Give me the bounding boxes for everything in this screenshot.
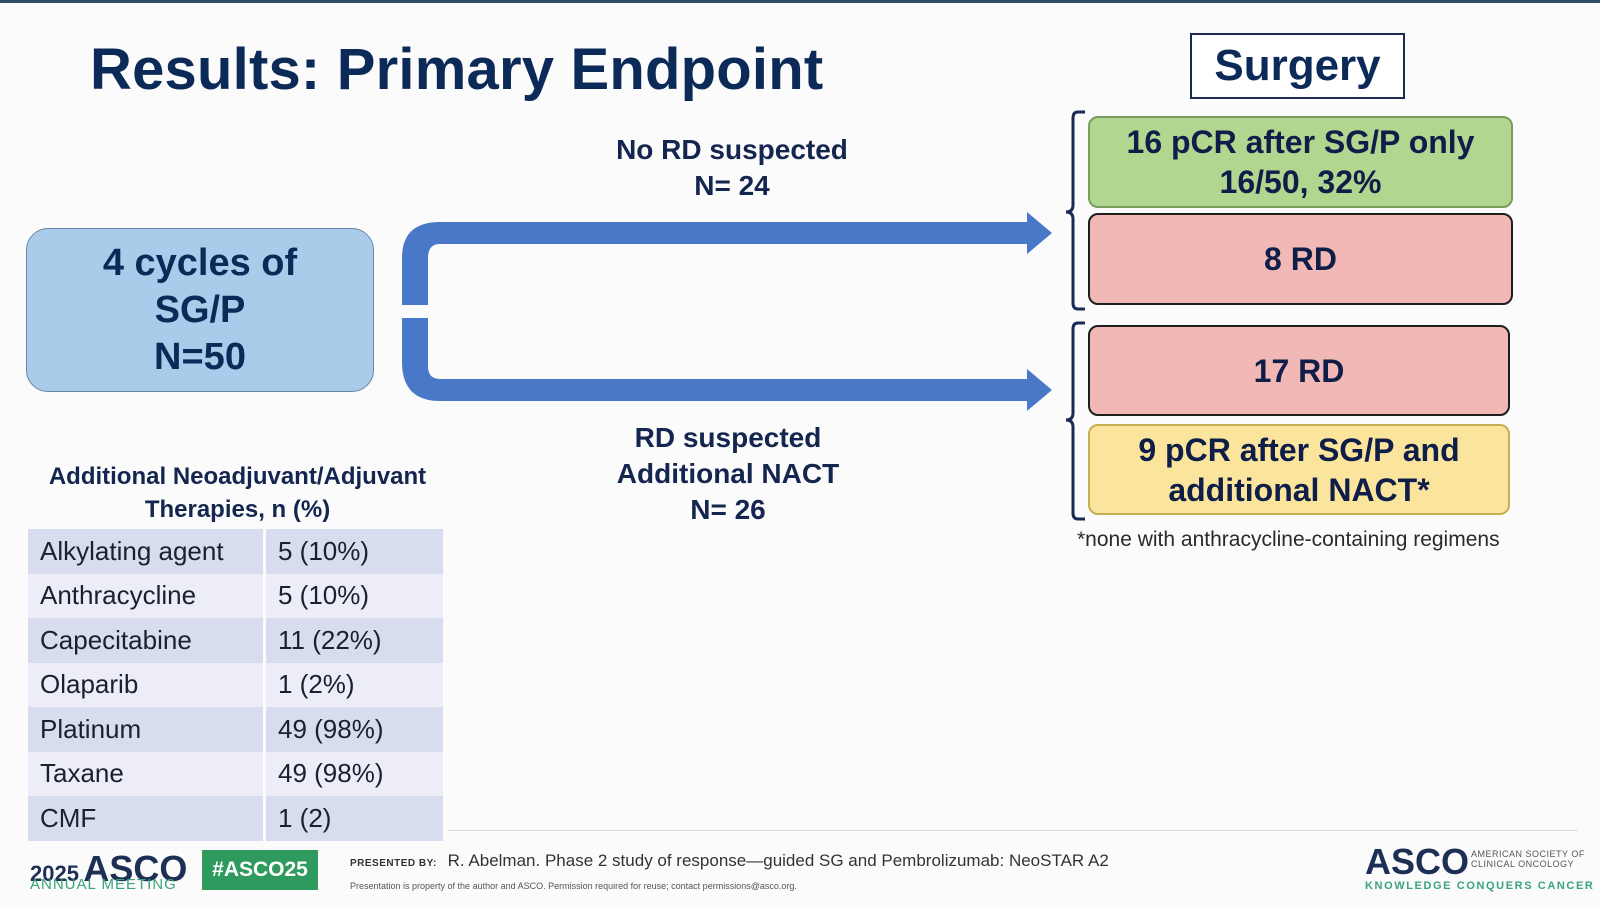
therapy-name: Platinum xyxy=(28,707,266,752)
therapy-value: 11 (22%) xyxy=(264,618,443,663)
therapies-table: Alkylating agent 5 (10%) Anthracycline 5… xyxy=(28,529,443,841)
therapies-title: Additional Neoadjuvant/Adjuvant Therapie… xyxy=(20,460,455,526)
therapy-name: Anthracycline xyxy=(28,573,266,618)
table-row: Taxane 49 (98%) xyxy=(28,751,443,796)
therapy-name: Taxane xyxy=(28,751,266,796)
upper-branch-line-1: No RD suspected xyxy=(616,134,848,165)
outcome-pcr-nact: 9 pCR after SG/P and additional NACT* xyxy=(1088,424,1510,515)
therapy-value: 5 (10%) xyxy=(264,573,443,618)
hashtag-badge: #ASCO25 xyxy=(202,850,318,890)
start-line-1: 4 cycles of xyxy=(102,241,298,284)
outcome-rd-lower: 17 RD xyxy=(1088,325,1510,416)
upper-branch-label: No RD suspected N= 24 xyxy=(532,132,932,204)
asco-org-logo: ASCO AMERICAN SOCIETY OF CLINICAL ONCOLO… xyxy=(1365,841,1584,883)
meeting-subtitle: ANNUAL MEETING xyxy=(30,876,177,893)
table-row: Platinum 49 (98%) xyxy=(28,707,443,752)
table-row: Capecitabine 11 (22%) xyxy=(28,618,443,663)
lower-arrow xyxy=(402,318,1052,411)
outcome-pcr-sgp: 16 pCR after SG/P only 16/50, 32% xyxy=(1088,116,1513,208)
start-line-2: SG/P xyxy=(154,288,246,331)
start-box: 4 cycles of SG/P N=50 xyxy=(26,228,374,392)
lower-branch-line-2: Additional NACT xyxy=(616,458,840,489)
outcome-rd-upper-line-1: 8 RD xyxy=(1264,241,1337,277)
presented-by: PRESENTED BY: R. Abelman. Phase 2 study … xyxy=(350,851,1109,871)
outcome-rd-upper: 8 RD xyxy=(1088,213,1513,305)
top-rule xyxy=(0,0,1600,3)
outcome-pcr-sgp-line-1: 16 pCR after SG/P only xyxy=(1126,124,1475,160)
therapy-name: Capecitabine xyxy=(28,618,266,663)
therapy-value: 1 (2%) xyxy=(264,662,443,707)
outcome-pcr-nact-line-1: 9 pCR after SG/P and xyxy=(1138,431,1460,468)
table-row: Alkylating agent 5 (10%) xyxy=(28,529,443,574)
asco-meeting-logo: 2025 ASCO xyxy=(30,848,187,890)
outcome-rd-lower-line-1: 17 RD xyxy=(1253,352,1345,389)
therapy-value: 49 (98%) xyxy=(264,751,443,796)
org-tagline: KNOWLEDGE CONQUERS CANCER xyxy=(1365,880,1595,892)
therapy-value: 49 (98%) xyxy=(264,707,443,752)
table-row: CMF 1 (2) xyxy=(28,796,443,841)
upper-branch-line-2: N= 24 xyxy=(694,170,770,201)
outcome-pcr-nact-line-2: additional NACT* xyxy=(1168,471,1430,508)
presented-by-label: PRESENTED BY: xyxy=(350,858,437,869)
meeting-year: 2025 xyxy=(30,861,79,886)
presented-by-text: R. Abelman. Phase 2 study of response—gu… xyxy=(447,851,1109,870)
lower-branch-line-1: RD suspected xyxy=(634,422,822,453)
therapy-value: 1 (2) xyxy=(264,796,443,841)
outcome-pcr-sgp-line-2: 16/50, 32% xyxy=(1219,164,1382,200)
org-name: AMERICAN SOCIETY OF CLINICAL ONCOLOGY xyxy=(1471,849,1585,869)
lower-brace xyxy=(1065,321,1085,521)
start-line-3: N=50 xyxy=(154,335,246,378)
table-row: Olaparib 1 (2%) xyxy=(28,662,443,707)
therapy-name: CMF xyxy=(28,796,266,841)
lower-branch-line-3: N= 26 xyxy=(690,494,766,525)
upper-brace xyxy=(1065,110,1085,311)
therapies-title-line-1: Additional Neoadjuvant/Adjuvant xyxy=(48,463,427,490)
footer-divider xyxy=(448,830,1578,831)
surgery-label: Surgery xyxy=(1190,33,1405,99)
footnote: *none with anthracycline-containing regi… xyxy=(1077,528,1500,551)
org-logo-word: ASCO xyxy=(1365,841,1470,882)
disclaimer: Presentation is property of the author a… xyxy=(350,881,797,891)
therapy-value: 5 (10%) xyxy=(264,529,443,574)
lower-branch-label: RD suspected Additional NACT N= 26 xyxy=(528,420,928,528)
meeting-org: ASCO xyxy=(83,848,188,889)
therapy-name: Alkylating agent xyxy=(28,529,266,574)
therapies-title-line-2: Therapies, n (%) xyxy=(144,496,331,523)
therapy-name: Olaparib xyxy=(28,662,266,707)
upper-arrow xyxy=(402,212,1052,305)
table-row: Anthracycline 5 (10%) xyxy=(28,573,443,618)
slide-title: Results: Primary Endpoint xyxy=(90,37,824,102)
